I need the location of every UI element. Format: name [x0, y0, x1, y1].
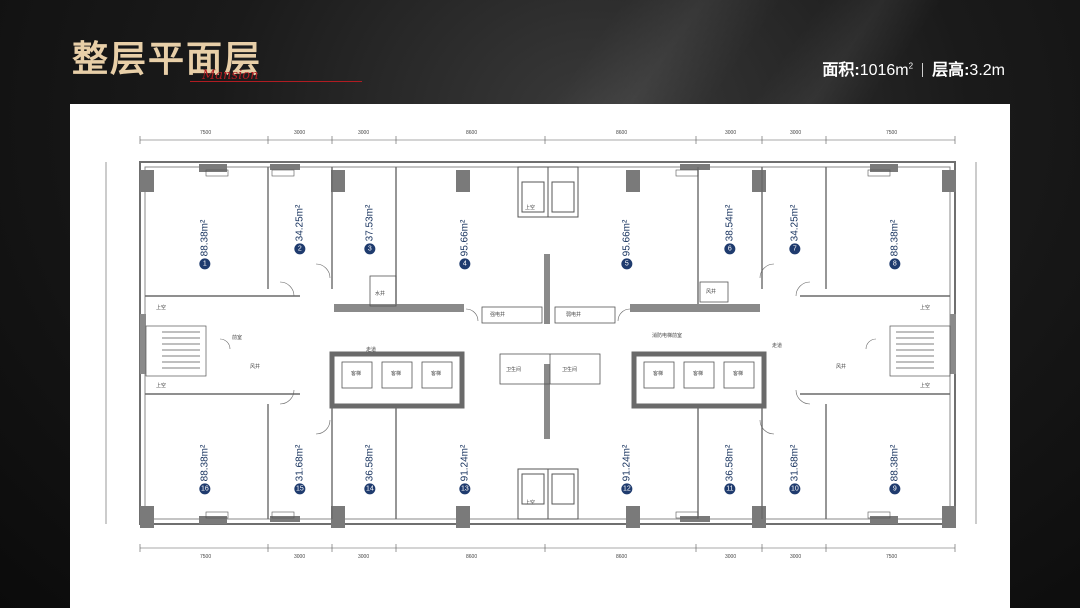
dim-label: 3000 [725, 554, 737, 560]
dim-label: 3000 [294, 554, 306, 560]
label-water-shaft: 水井 [375, 291, 386, 297]
dim-label: 3000 [725, 130, 737, 136]
label-wind-shaft: 风井 [250, 364, 261, 370]
label-elevator: 客梯 [391, 371, 402, 377]
area-label: 面积: [822, 62, 860, 79]
floor-plan-svg [105, 136, 977, 552]
script-underline [190, 81, 362, 82]
height-label: 层高: [932, 62, 970, 79]
height-value: 3.2m [969, 62, 1005, 79]
label-elevator: 客梯 [653, 371, 664, 377]
dim-label: 3000 [358, 554, 370, 560]
area-sup: 2 [908, 61, 914, 71]
label-elevator: 客梯 [693, 371, 704, 377]
dim-label: 7500 [886, 554, 898, 560]
info-divider [922, 63, 924, 77]
stair-left [145, 325, 207, 377]
dim-label: 8600 [616, 130, 628, 136]
dim-label: 8600 [466, 554, 478, 560]
dim-label: 8600 [616, 554, 628, 560]
label-elevator: 客梯 [351, 371, 362, 377]
label-front-room: 前室 [232, 335, 243, 341]
label-restroom: 卫生间 [562, 367, 578, 373]
spine-walls [140, 254, 956, 439]
area-value: 1016m [859, 62, 909, 79]
label-void: 上空 [156, 383, 167, 389]
dim-label: 8600 [466, 130, 478, 136]
label-void: 上空 [920, 383, 931, 389]
label-wind-shaft: 风井 [836, 364, 847, 370]
dim-label: 7500 [200, 130, 212, 136]
label-wind-shaft: 风井 [706, 289, 717, 295]
label-elevator: 客梯 [431, 371, 442, 377]
label-void: 上空 [525, 205, 536, 211]
label-weak-elec: 弱电井 [566, 312, 582, 318]
label-elevator: 客梯 [733, 371, 744, 377]
page-title: 整层平面层 [72, 38, 263, 80]
label-void: 上空 [920, 305, 931, 311]
door-swings [219, 263, 877, 435]
title-block: 整层平面层 Mansion [72, 30, 362, 90]
floor-plan-card: 7500 3000 3000 8600 8600 3000 3000 7500 … [70, 104, 1010, 608]
script-signature: Mansion [202, 68, 259, 83]
elevator-bank-right [631, 351, 767, 409]
label-fire-lobby: 消防电梯前室 [652, 333, 683, 339]
dim-label: 3000 [358, 130, 370, 136]
stair-core-top [517, 166, 579, 218]
label-corridor-right: 走道 [772, 343, 783, 349]
structural-columns [140, 164, 956, 528]
floor-info: 面积:1016m2 层高:3.2m [822, 56, 1005, 80]
elevator-bank-left [329, 351, 465, 409]
label-void: 上空 [525, 500, 536, 506]
unit-partitions [145, 167, 950, 519]
label-strong-elec: 强电井 [490, 312, 506, 318]
stair-right [889, 325, 951, 377]
central-service [369, 275, 729, 385]
dim-label: 7500 [886, 130, 898, 136]
dim-label: 7500 [200, 554, 212, 560]
dim-label: 3000 [790, 554, 802, 560]
dim-label: 3000 [294, 130, 306, 136]
label-corridor-left: 走道 [366, 347, 377, 353]
label-restroom: 卫生间 [506, 367, 522, 373]
dim-label: 3000 [790, 130, 802, 136]
label-void: 上空 [156, 305, 167, 311]
stair-core-bottom [517, 468, 579, 520]
